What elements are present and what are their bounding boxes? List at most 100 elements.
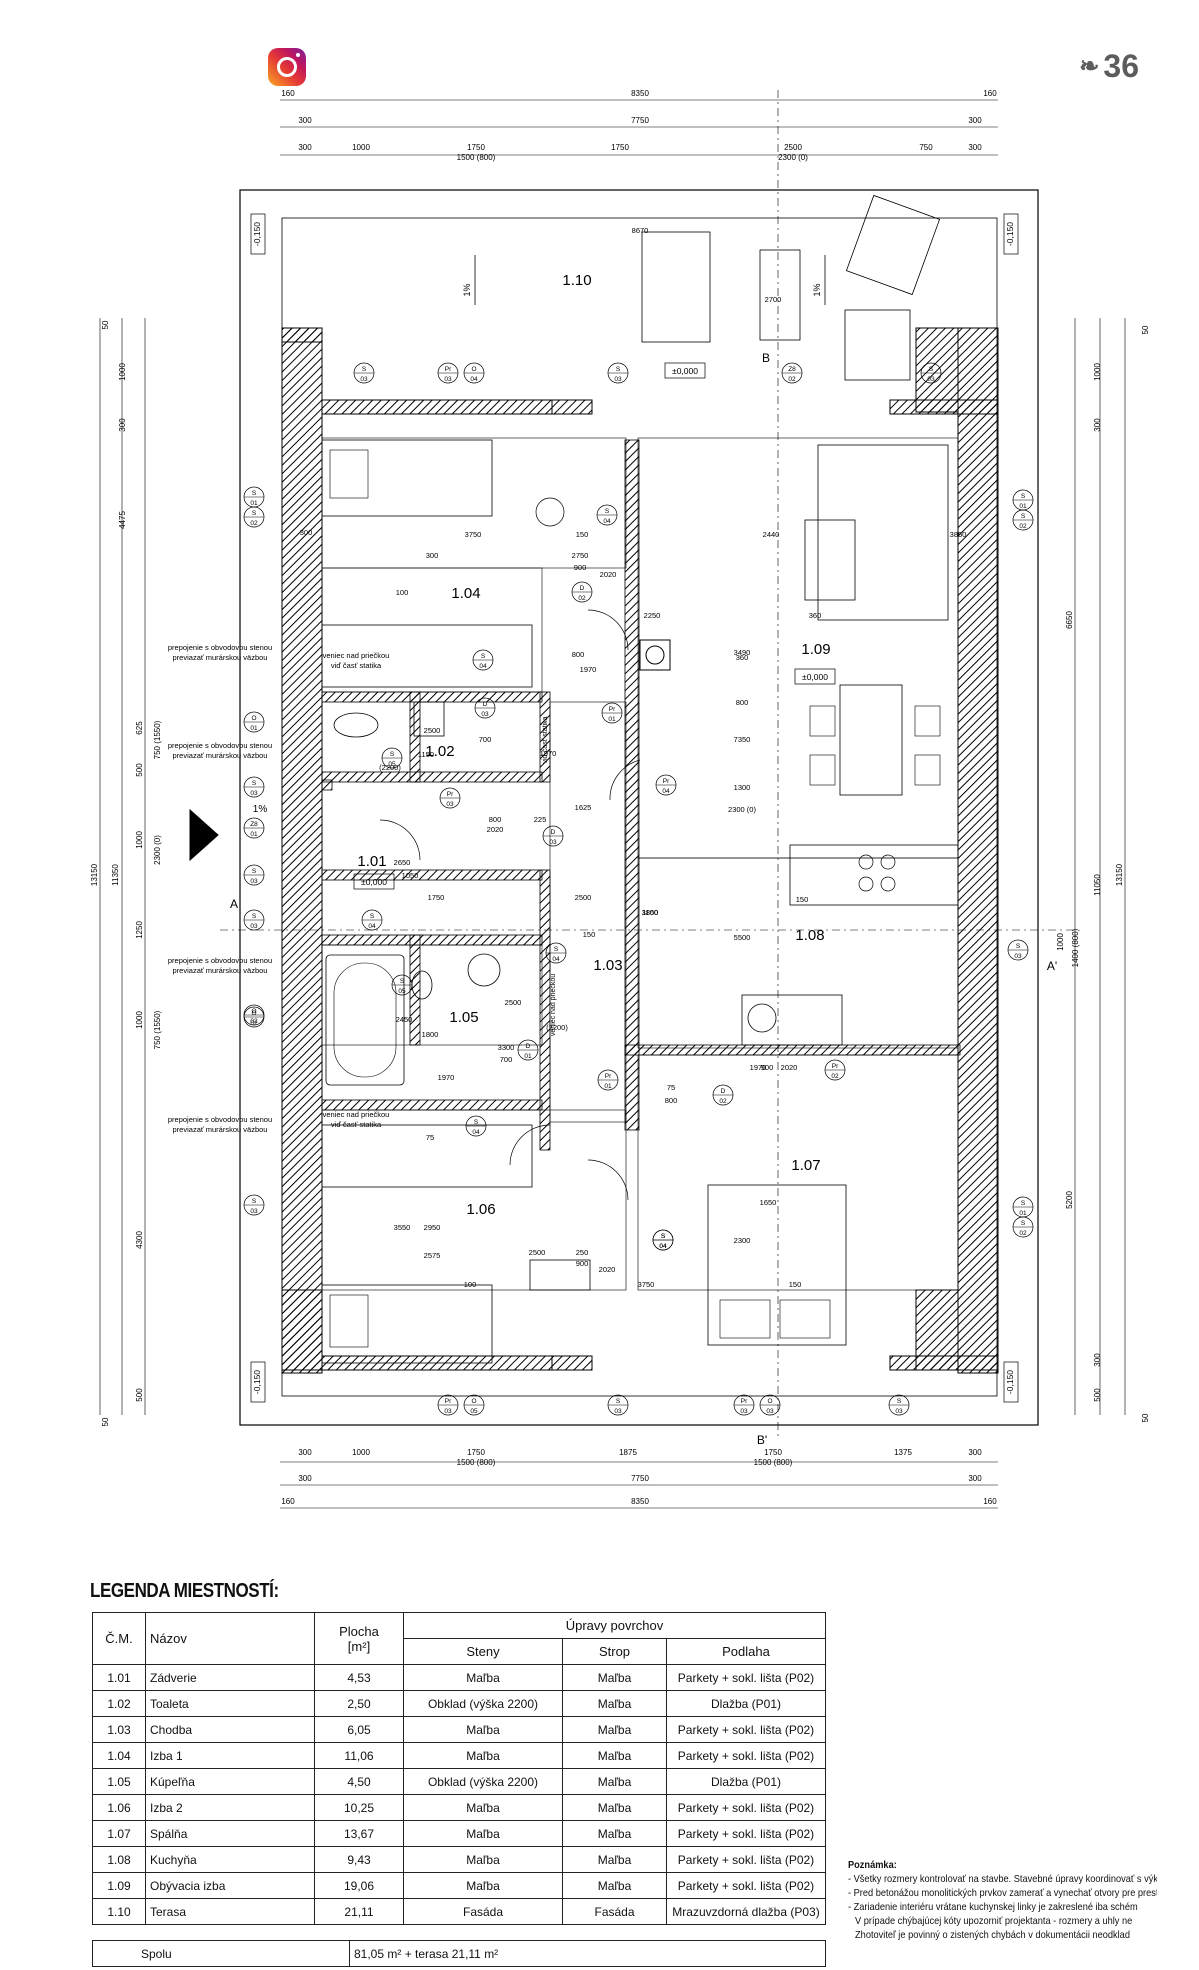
dimension-value: 625 — [135, 721, 144, 735]
room-outline — [637, 857, 959, 1049]
tag-code: 03 — [360, 376, 368, 383]
tag-code: 04 — [368, 923, 376, 930]
col-area-label: Plocha — [339, 1623, 379, 1639]
tag-code: 05 — [388, 761, 396, 768]
room-number: 1.05 — [449, 1009, 478, 1026]
dimension-value: 1050 — [402, 871, 419, 880]
dimension-value: 1000 — [352, 1448, 370, 1457]
inner-outline — [281, 217, 998, 1397]
dining-chair — [914, 705, 941, 737]
tag-code: S — [1016, 943, 1021, 950]
dimension-value: 2650 — [394, 858, 411, 867]
legend-cell-floor: Parkety + sokl. lišta (P02) — [666, 1846, 826, 1873]
col-area: Plocha [m²] — [314, 1612, 404, 1665]
tag-code: 03 — [446, 801, 454, 808]
legend-title: LEGENDA MIESTNOSTÍ: — [90, 1580, 279, 1602]
pillow — [329, 1294, 369, 1348]
door-swing — [509, 1124, 551, 1166]
note-line: viď časť statika — [331, 661, 382, 670]
tag-code: 03 — [614, 1408, 622, 1415]
door-swing — [587, 1159, 629, 1201]
dimension-value: 1000 — [1056, 933, 1065, 951]
tag-code: Z8 — [250, 821, 258, 828]
legend-cell-area: 10,25 — [314, 1794, 404, 1821]
dimension-value: 300 — [968, 143, 982, 152]
dimension-value: 100 — [396, 588, 409, 597]
tag-code: Pr — [663, 778, 670, 785]
tag-code: Pr — [445, 1398, 452, 1405]
slope-label: 1% — [462, 283, 472, 296]
legend-cell-floor: Parkety + sokl. lišta (P02) — [666, 1820, 826, 1847]
dimension-value: 2300 (0) — [728, 805, 756, 814]
legend-cell-ceiling: Maľba — [562, 1664, 667, 1691]
instagram-lens — [277, 57, 297, 77]
dimension-value: 1400 (800) — [1071, 928, 1080, 967]
dimension-value: 300 — [968, 1474, 982, 1483]
tag-code: 01 — [524, 1053, 532, 1060]
cooktop-burner — [858, 854, 874, 870]
terrace-outline — [239, 189, 1039, 1426]
dimension-value: 1650 — [760, 1198, 777, 1207]
dimension-value: 900 — [576, 1259, 589, 1268]
wardrobe — [321, 624, 533, 688]
room-number: 1.08 — [795, 927, 824, 944]
tag-code: D — [526, 1043, 531, 1050]
dimension-value: 5500 — [734, 933, 751, 942]
legend-cell-no: 1.10 — [92, 1898, 146, 1925]
tag-code: 02 — [250, 520, 258, 527]
wardrobe — [321, 1124, 533, 1188]
note-line: prepojenie s obvodovou stenou — [168, 1115, 272, 1124]
dimension-value: 900 — [574, 563, 587, 572]
dimension-value: 1250 — [135, 921, 144, 939]
note-line: viď časť statika — [331, 1120, 382, 1129]
tag-code: D — [580, 585, 585, 592]
dimension-value: 8350 — [631, 1497, 649, 1506]
tag-code: S — [252, 1198, 257, 1205]
slope-label: 1% — [253, 804, 268, 815]
dimension-value: 2020 — [781, 1063, 798, 1072]
summary-label: Spolu — [92, 1940, 350, 1967]
dimension-value: 2250 — [644, 611, 661, 620]
legend-cell-floor: Parkety + sokl. lišta (P02) — [666, 1716, 826, 1743]
footnote-line: - Všetky rozmery kontrolovať na stavbe. … — [848, 1873, 1157, 1885]
bathtub — [325, 954, 405, 1086]
level-box — [1003, 213, 1019, 255]
tag-code: 04 — [472, 1129, 480, 1136]
legend-cell-walls: Maľba — [403, 1846, 563, 1873]
dimension-value: 2440 — [763, 530, 780, 539]
dimension-value: 160 — [983, 89, 997, 98]
partition-wall — [321, 934, 543, 946]
level-value: -0,150 — [1005, 1370, 1015, 1394]
tag-code: S — [252, 913, 257, 920]
instagram-icon[interactable] — [268, 48, 306, 86]
dimension-value: 11350 — [111, 864, 120, 886]
tag-code: S — [390, 751, 395, 758]
legend-cell-no: 1.08 — [92, 1846, 146, 1873]
dimension-value: 3300 — [498, 1043, 515, 1052]
dimension-value: 2020 — [599, 1265, 616, 1274]
tag-code: 01 — [604, 1083, 612, 1090]
note-line: prepojenie s obvodovou stenou — [168, 741, 272, 750]
dimension-value: 3490 — [734, 648, 751, 657]
dimension-value: 8670 — [632, 226, 649, 235]
legend-cell-no: 1.07 — [92, 1820, 146, 1847]
legend-cell-no: 1.02 — [92, 1690, 146, 1717]
legend-cell-walls: Obklad (výška 2200) — [403, 1768, 563, 1795]
dimension-value: 500 — [135, 763, 144, 777]
footnote: Poznámka: - Všetky rozmery kontrolovať n… — [848, 1858, 1157, 1942]
tag-code: 01 — [250, 500, 258, 507]
room-outline — [321, 1109, 627, 1291]
tag-code: S — [474, 1119, 479, 1126]
tag-code: S — [252, 490, 257, 497]
note-line: veniec nad priečkou — [323, 1110, 390, 1119]
footnote-line: V prípade chýbajúcej kóty upozorniť proj… — [855, 1915, 1133, 1927]
tag-code: S — [661, 1233, 666, 1240]
partition-wall — [321, 691, 543, 703]
toilet-icon — [333, 712, 379, 738]
dimension-value: 3850 — [950, 530, 967, 539]
dimension-value: 1750 — [764, 1448, 782, 1457]
legend-cell-ceiling: Maľba — [562, 1716, 667, 1743]
